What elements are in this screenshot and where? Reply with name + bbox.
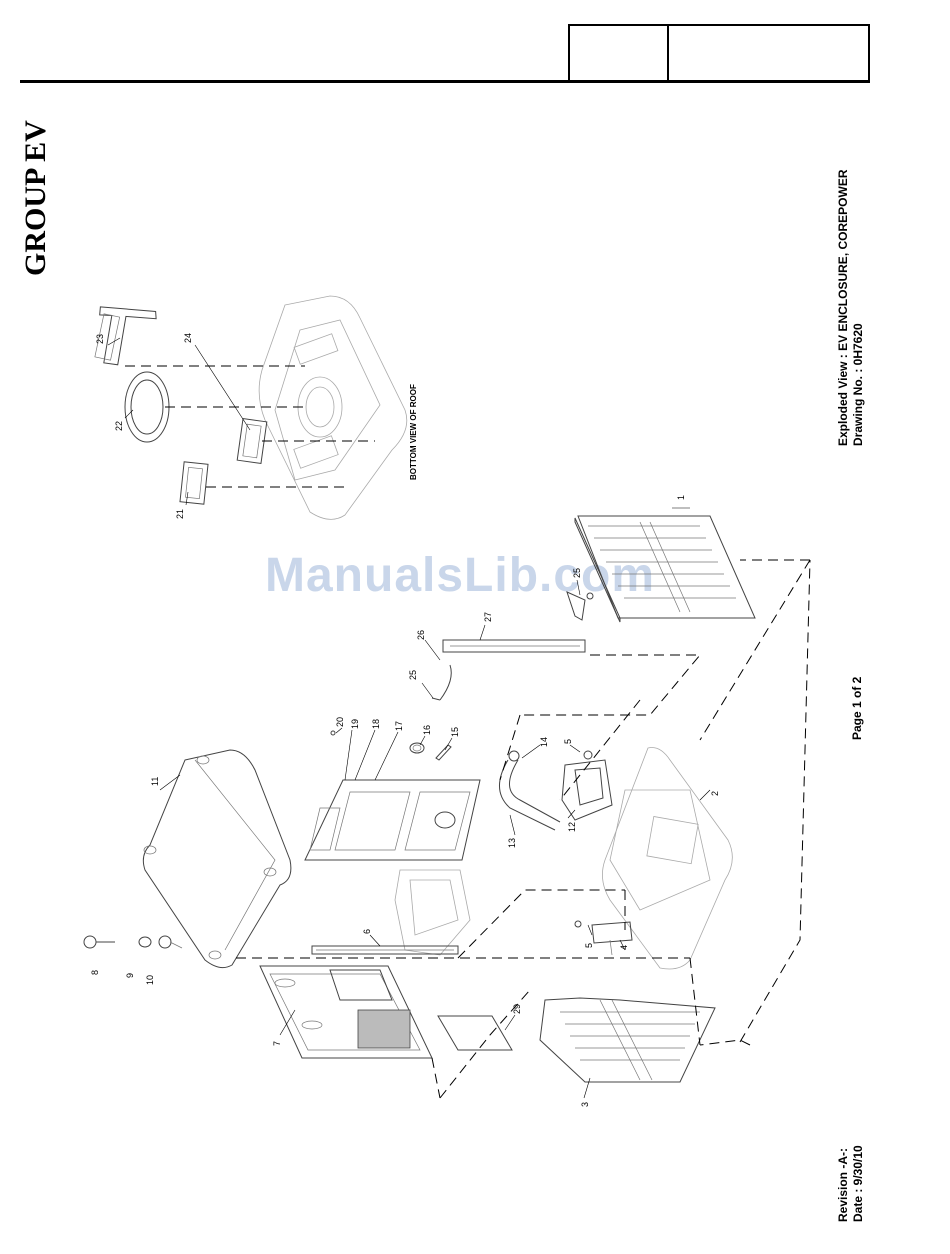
callout-14: 14 [539, 737, 549, 747]
callout-5a: 5 [563, 739, 573, 744]
callout-27: 27 [483, 612, 493, 622]
callout-20: 20 [335, 717, 345, 727]
callout-leaders [108, 338, 710, 1098]
roof-bottom-view [259, 296, 407, 519]
callout-29: 29 [512, 1004, 522, 1014]
callout-3: 3 [580, 1102, 590, 1107]
side-panel-1 [575, 516, 755, 622]
callout-6: 6 [362, 929, 372, 934]
valve-8-9-10 [84, 936, 182, 948]
callout-8: 8 [90, 970, 100, 975]
callout-4: 4 [619, 945, 629, 950]
rail-6 [312, 946, 458, 954]
base-2 [602, 748, 732, 970]
frame-17-18 [305, 780, 480, 860]
rail-27 [443, 640, 585, 652]
wire-26 [432, 665, 451, 700]
roof-dashed-guides [125, 366, 375, 487]
callout-24: 24 [183, 333, 193, 343]
filter-29 [438, 1016, 512, 1050]
assembly-dashed-guides [236, 560, 810, 1098]
callout-5b: 5 [584, 943, 594, 948]
callout-9: 9 [125, 973, 135, 978]
hardware-15-16-20 [331, 731, 451, 760]
hose-13 [499, 751, 560, 830]
callout-7: 7 [272, 1041, 282, 1046]
bracket-25 [567, 592, 593, 620]
callout-17: 17 [394, 721, 404, 731]
callout-labels: 1 2 3 4 5 5 6 7 8 9 10 11 12 13 14 15 16… [90, 333, 720, 1107]
callout-23: 23 [95, 334, 105, 344]
callout-18: 18 [371, 719, 381, 729]
callout-11: 11 [150, 777, 160, 786]
side-panel-3 [540, 998, 715, 1082]
pad-21 [180, 462, 208, 504]
callout-2: 2 [710, 791, 720, 796]
callout-16: 16 [422, 725, 432, 735]
callout-22: 22 [114, 421, 124, 431]
callout-10: 10 [145, 975, 155, 985]
ring-22 [125, 372, 169, 442]
engine-block [395, 870, 470, 955]
callout-25a: 25 [572, 568, 582, 578]
cover-11 [143, 750, 291, 968]
callout-12: 12 [567, 822, 577, 832]
callout-15: 15 [450, 727, 460, 737]
callout-21: 21 [175, 509, 185, 519]
callout-1: 1 [676, 495, 686, 500]
regulator-12 [562, 751, 612, 820]
callout-26: 26 [416, 630, 426, 640]
callout-19: 19 [350, 719, 360, 729]
callout-25b: 25 [408, 670, 418, 680]
panel-7 [260, 966, 432, 1058]
callout-13: 13 [507, 838, 517, 848]
